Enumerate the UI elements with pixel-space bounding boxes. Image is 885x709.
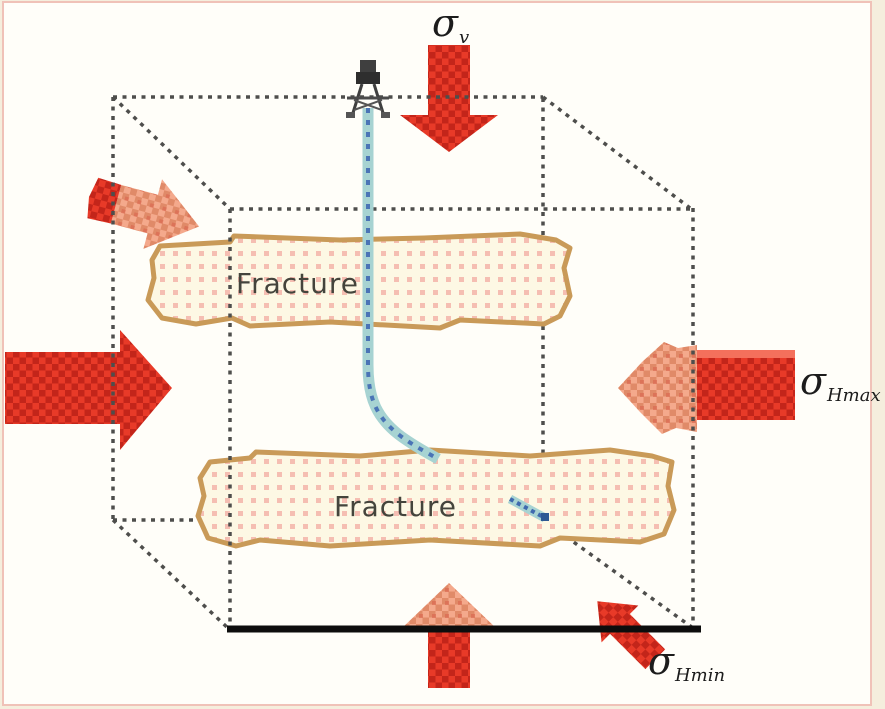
sigma-hmax-symbol: σ	[800, 359, 826, 403]
well-kickoff-tip	[541, 513, 549, 521]
derrick-icon	[346, 60, 390, 118]
sigma-hmax-arrow-right	[5, 330, 172, 450]
sigma-hmax-subscript: Hmax	[826, 385, 881, 406]
upper-fracture: Fracture	[145, 231, 573, 331]
cube-front-edges	[111, 95, 695, 632]
sigma-hmin-arrow-lower-right	[597, 601, 666, 670]
sigma-v-subscript: v	[458, 27, 470, 48]
sigma-v-arrow-up	[401, 583, 497, 688]
sigma-v-label: σv	[432, 1, 469, 47]
sigma-hmax-arrow-left	[618, 342, 795, 434]
upper-fracture-label: Fracture	[236, 267, 359, 300]
well-kickoff-segment	[507, 495, 549, 522]
sigma-hmin-symbol: σ	[648, 639, 674, 683]
sigma-v-symbol: σ	[432, 1, 458, 45]
arrow-highlight	[697, 350, 795, 360]
cube-back-edges	[111, 95, 695, 630]
sigma-hmin-subscript: Hmin	[674, 665, 726, 686]
sigma-hmin-label: σHmin	[648, 639, 725, 685]
lower-fracture: Fracture	[195, 447, 677, 549]
sigma-hmax-label: σHmax	[800, 359, 881, 405]
wellbore-path	[362, 108, 441, 464]
lower-fracture-label: Fracture	[334, 490, 457, 523]
